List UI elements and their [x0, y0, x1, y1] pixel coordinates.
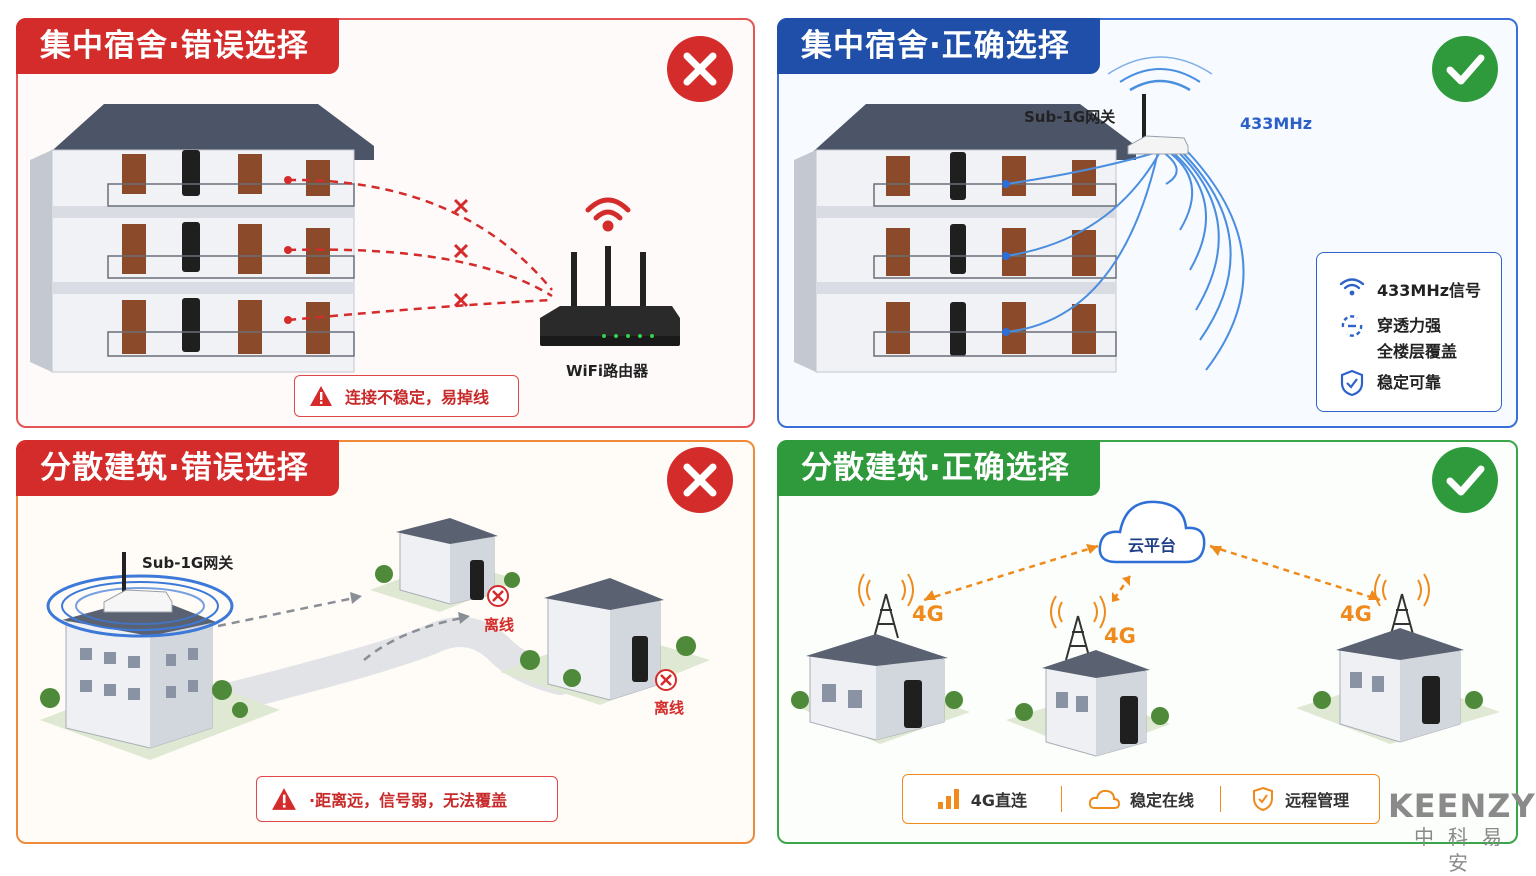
- panel-title-dorm-wrong: 集中宿舍·错误选择: [16, 18, 339, 74]
- feature-box: 433MHz信号 穿透力强 全楼层覆盖 稳定可靠: [1316, 252, 1502, 412]
- building-c: [1336, 628, 1464, 743]
- cloud-icon: [1098, 500, 1206, 564]
- warning-box-dorm: 连接不稳定，易掉线: [294, 375, 519, 417]
- benefit-bar: 4G直连 稳定在线 远程管理: [902, 774, 1380, 824]
- tower-2: [1050, 595, 1106, 661]
- router-label: WiFi路由器: [566, 362, 649, 380]
- panel-title-dorm-right: 集中宿舍·正确选择: [777, 18, 1100, 74]
- penetration-icon: [1341, 315, 1363, 337]
- warning-text: 连接不稳定，易掉线: [345, 388, 490, 407]
- panel-title-scattered-right: 分散建筑·正确选择: [777, 440, 1100, 496]
- cloud-icon: [1088, 789, 1120, 809]
- main-building: [46, 552, 234, 749]
- panel-title-scattered-wrong: 分散建筑·错误选择: [16, 440, 339, 496]
- frequency-label: 433MHz: [1240, 114, 1313, 133]
- feature-penetration: 穿透力强 全楼层覆盖: [1339, 313, 1457, 365]
- cloud-platform-label: 云平台: [1128, 536, 1177, 555]
- signal-waves: [1005, 56, 1245, 371]
- brand-logo: KEENZY 中科易安: [1388, 787, 1536, 876]
- shield-check-icon: [1340, 369, 1364, 397]
- failed-links: [287, 178, 553, 322]
- building-b: [1042, 650, 1150, 757]
- warning-box-scattered: ·距离远，信号弱，无法覆盖: [256, 776, 558, 822]
- sub1g-gateway: [1127, 94, 1189, 155]
- check-icon: [1432, 447, 1498, 513]
- offline-cross-icon: [487, 585, 677, 691]
- signal-bars-icon: [937, 789, 959, 809]
- gateway-label: Sub-1G网关: [1024, 108, 1116, 126]
- dormitory-building: [794, 104, 1136, 373]
- remote-building-2: [544, 578, 664, 701]
- failed-reach-arrows: [217, 596, 463, 661]
- benefit-online: 稳定在线: [1062, 787, 1220, 811]
- brand-name-en: KEENZY: [1388, 787, 1536, 825]
- tower-label-1: 4G: [912, 602, 944, 626]
- wifi-router: [540, 246, 680, 346]
- benefit-4g: 4G直连: [903, 787, 1061, 811]
- tower-label-3: 4G: [1340, 602, 1372, 626]
- tower-3: [1374, 573, 1430, 639]
- offline-label-2: 离线: [654, 699, 685, 717]
- offline-label-1: 离线: [484, 616, 515, 634]
- cross-icon: [667, 36, 733, 102]
- feature-stable: 稳定可靠: [1339, 369, 1441, 397]
- check-icon: [1432, 36, 1498, 102]
- shield-icon: [1253, 786, 1274, 812]
- tower-1: [858, 573, 914, 639]
- wifi-icon: [1339, 278, 1365, 296]
- remote-building-1: [396, 518, 498, 605]
- warning-icon: [310, 386, 332, 406]
- brand-name-cn: 中科易安: [1414, 825, 1516, 875]
- wifi-icon: [585, 197, 631, 232]
- feature-signal: 433MHz信号: [1339, 277, 1481, 301]
- dormitory-building: [30, 104, 374, 373]
- tower-label-2: 4G: [1104, 624, 1136, 648]
- warning-icon: [272, 788, 296, 810]
- building-a: [806, 634, 948, 741]
- link-cross-marks: [453, 198, 469, 308]
- cross-icon: [667, 447, 733, 513]
- benefit-remote: 远程管理: [1221, 786, 1379, 812]
- warning-text: ·距离远，信号弱，无法覆盖: [309, 791, 508, 810]
- gateway-label: Sub-1G网关: [142, 554, 234, 572]
